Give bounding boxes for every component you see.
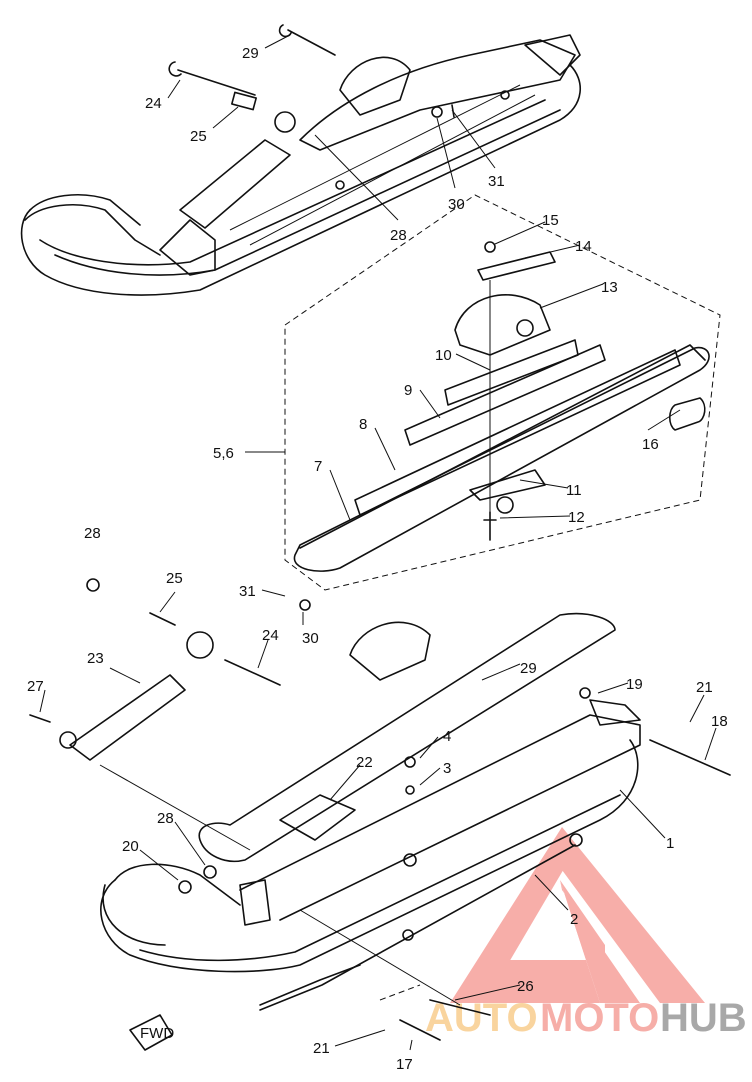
fwd-label: FWD xyxy=(140,1025,174,1042)
part-label: 2 xyxy=(570,911,578,928)
leaf-spring-assembly xyxy=(293,241,710,572)
part-label: 19 xyxy=(626,676,643,693)
part-label: 15 xyxy=(542,212,559,229)
part-label: 5,6 xyxy=(213,445,234,462)
part-label: 28 xyxy=(390,227,407,244)
part-label: 28 xyxy=(157,810,174,827)
part-label: 31 xyxy=(488,173,505,190)
part-label: 30 xyxy=(448,196,465,213)
part-label: 24 xyxy=(262,627,279,644)
part-label: 17 xyxy=(396,1056,413,1073)
exploded-view-boundary xyxy=(284,194,721,591)
part-label: 4 xyxy=(443,728,451,745)
part-label: 28 xyxy=(84,525,101,542)
part-label: 24 xyxy=(145,95,162,112)
part-label: 12 xyxy=(568,509,585,526)
part-label: 27 xyxy=(27,678,44,695)
watermark-hub: HUB xyxy=(660,996,747,1040)
part-label: 18 xyxy=(711,713,728,730)
bottom-ski-assembly xyxy=(29,578,731,1041)
part-label: 26 xyxy=(517,978,534,995)
part-label: 31 xyxy=(239,583,256,600)
part-label: 20 xyxy=(122,838,139,855)
part-label: 30 xyxy=(302,630,319,647)
part-label: 8 xyxy=(359,416,367,433)
part-number-labels: 29 24 25 28 30 31 15 14 13 10 9 8 7 5,6 … xyxy=(27,45,728,1073)
watermark-moto: MOTO xyxy=(540,996,659,1040)
part-label: 29 xyxy=(520,660,537,677)
part-label: 23 xyxy=(87,650,104,667)
part-label: 3 xyxy=(443,760,451,777)
part-label: 11 xyxy=(566,482,582,499)
part-label: 22 xyxy=(356,754,373,771)
forward-direction-indicator: FWD xyxy=(129,1014,174,1051)
part-label: 10 xyxy=(435,347,452,364)
watermark-logo-stroke xyxy=(470,830,575,1003)
automotohub-watermark: AUTO MOTO HUB xyxy=(425,827,747,1040)
part-label: 21 xyxy=(313,1040,330,1057)
part-label: 25 xyxy=(190,128,207,145)
part-label: 13 xyxy=(601,279,618,296)
part-label: 21 xyxy=(696,679,713,696)
part-label: 14 xyxy=(575,238,592,255)
part-label: 16 xyxy=(642,436,659,453)
part-label: 29 xyxy=(242,45,259,62)
leader-lines xyxy=(39,34,717,1051)
part-label: 25 xyxy=(166,570,183,587)
part-label: 7 xyxy=(314,458,322,475)
top-ski-assembly xyxy=(20,24,582,296)
part-label: 1 xyxy=(666,835,674,852)
watermark-logo-stroke xyxy=(560,880,640,1003)
part-label: 9 xyxy=(404,382,412,399)
